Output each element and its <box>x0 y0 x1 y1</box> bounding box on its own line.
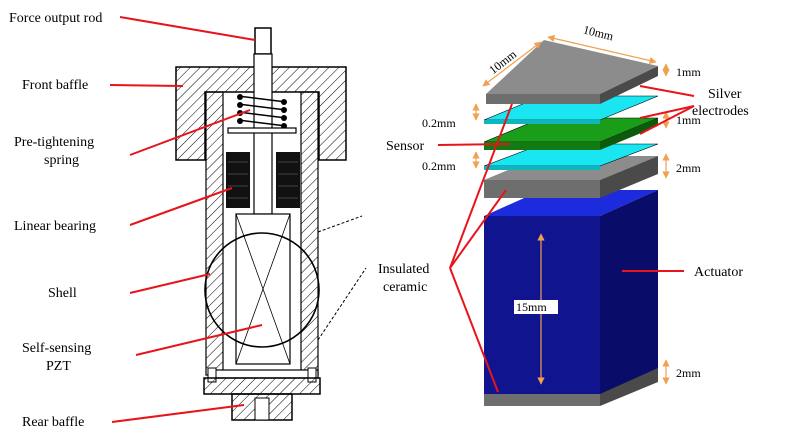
spring-coils <box>237 95 287 127</box>
pzt-cross-line-2 <box>235 213 291 365</box>
force-output-rod-tip <box>254 27 272 55</box>
label-linear-bearing: Linear bearing <box>14 219 96 234</box>
cross-section-drawing <box>175 27 367 421</box>
sensor-side <box>600 118 658 150</box>
dim-electrode-bottom: 0.2mm <box>422 159 456 173</box>
label-self-sensing-line2: PZT <box>46 359 71 374</box>
base-plate <box>211 369 319 379</box>
shell-right-wall <box>300 91 319 376</box>
bottom-electrode-edge <box>484 166 600 170</box>
sensor-front <box>484 142 600 150</box>
label-self-sensing-line1: Self-sensing <box>22 341 91 356</box>
detail-circle <box>204 232 320 348</box>
right-leader-lines <box>437 85 695 393</box>
rear-baffle-plate <box>203 377 321 395</box>
projection-line-top <box>317 215 363 233</box>
dim-electrode-top: 0.2mm <box>422 116 456 130</box>
label-front-baffle: Front baffle <box>22 78 88 93</box>
projection-line-bottom <box>317 267 367 341</box>
label-pre-tightening-line1: Pre-tightening <box>14 135 94 150</box>
rod-shaft <box>253 53 273 215</box>
dim-bottom-ceramic: 2mm <box>676 366 701 380</box>
dim-actuator-height: 15mm <box>516 300 547 314</box>
layer-stack-drawing <box>483 40 659 406</box>
front-baffle-shape <box>175 66 347 161</box>
dim-actuator-height-bg <box>514 300 558 314</box>
dim-mid-ceramic: 2mm <box>676 161 701 175</box>
bearing-texture <box>228 161 298 199</box>
top-ceramic-side <box>600 66 658 104</box>
actuator-side-face <box>600 190 658 394</box>
dim-top-ceramic: 1mm <box>676 65 701 79</box>
rear-baffle-hole <box>254 397 270 421</box>
label-insulated-line1: Insulated <box>378 262 429 277</box>
shell-left-wall <box>205 91 224 376</box>
label-sensor: Sensor <box>386 139 424 154</box>
linear-bearing-left <box>226 152 250 208</box>
label-force-output-rod: Force output rod <box>9 11 102 26</box>
dim-width-top: 10mm <box>582 22 616 43</box>
label-silver-line1: Silver <box>708 87 742 102</box>
top-ceramic-front <box>486 94 600 104</box>
label-insulated-line2: ceramic <box>383 280 427 295</box>
dim-sensor: 1mm <box>676 113 701 127</box>
linear-bearing-right <box>276 152 300 208</box>
top-electrode-edge <box>484 120 600 124</box>
mid-ceramic-side <box>600 156 658 198</box>
label-actuator: Actuator <box>694 265 743 280</box>
mid-ceramic-front <box>484 180 600 198</box>
left-leader-lines <box>109 16 263 423</box>
label-shell: Shell <box>48 286 77 301</box>
spring-plate <box>227 127 297 134</box>
label-silver-line2: electrodes <box>692 104 749 119</box>
label-rear-baffle: Rear baffle <box>22 415 84 430</box>
label-pre-tightening-line2: spring <box>44 153 79 168</box>
